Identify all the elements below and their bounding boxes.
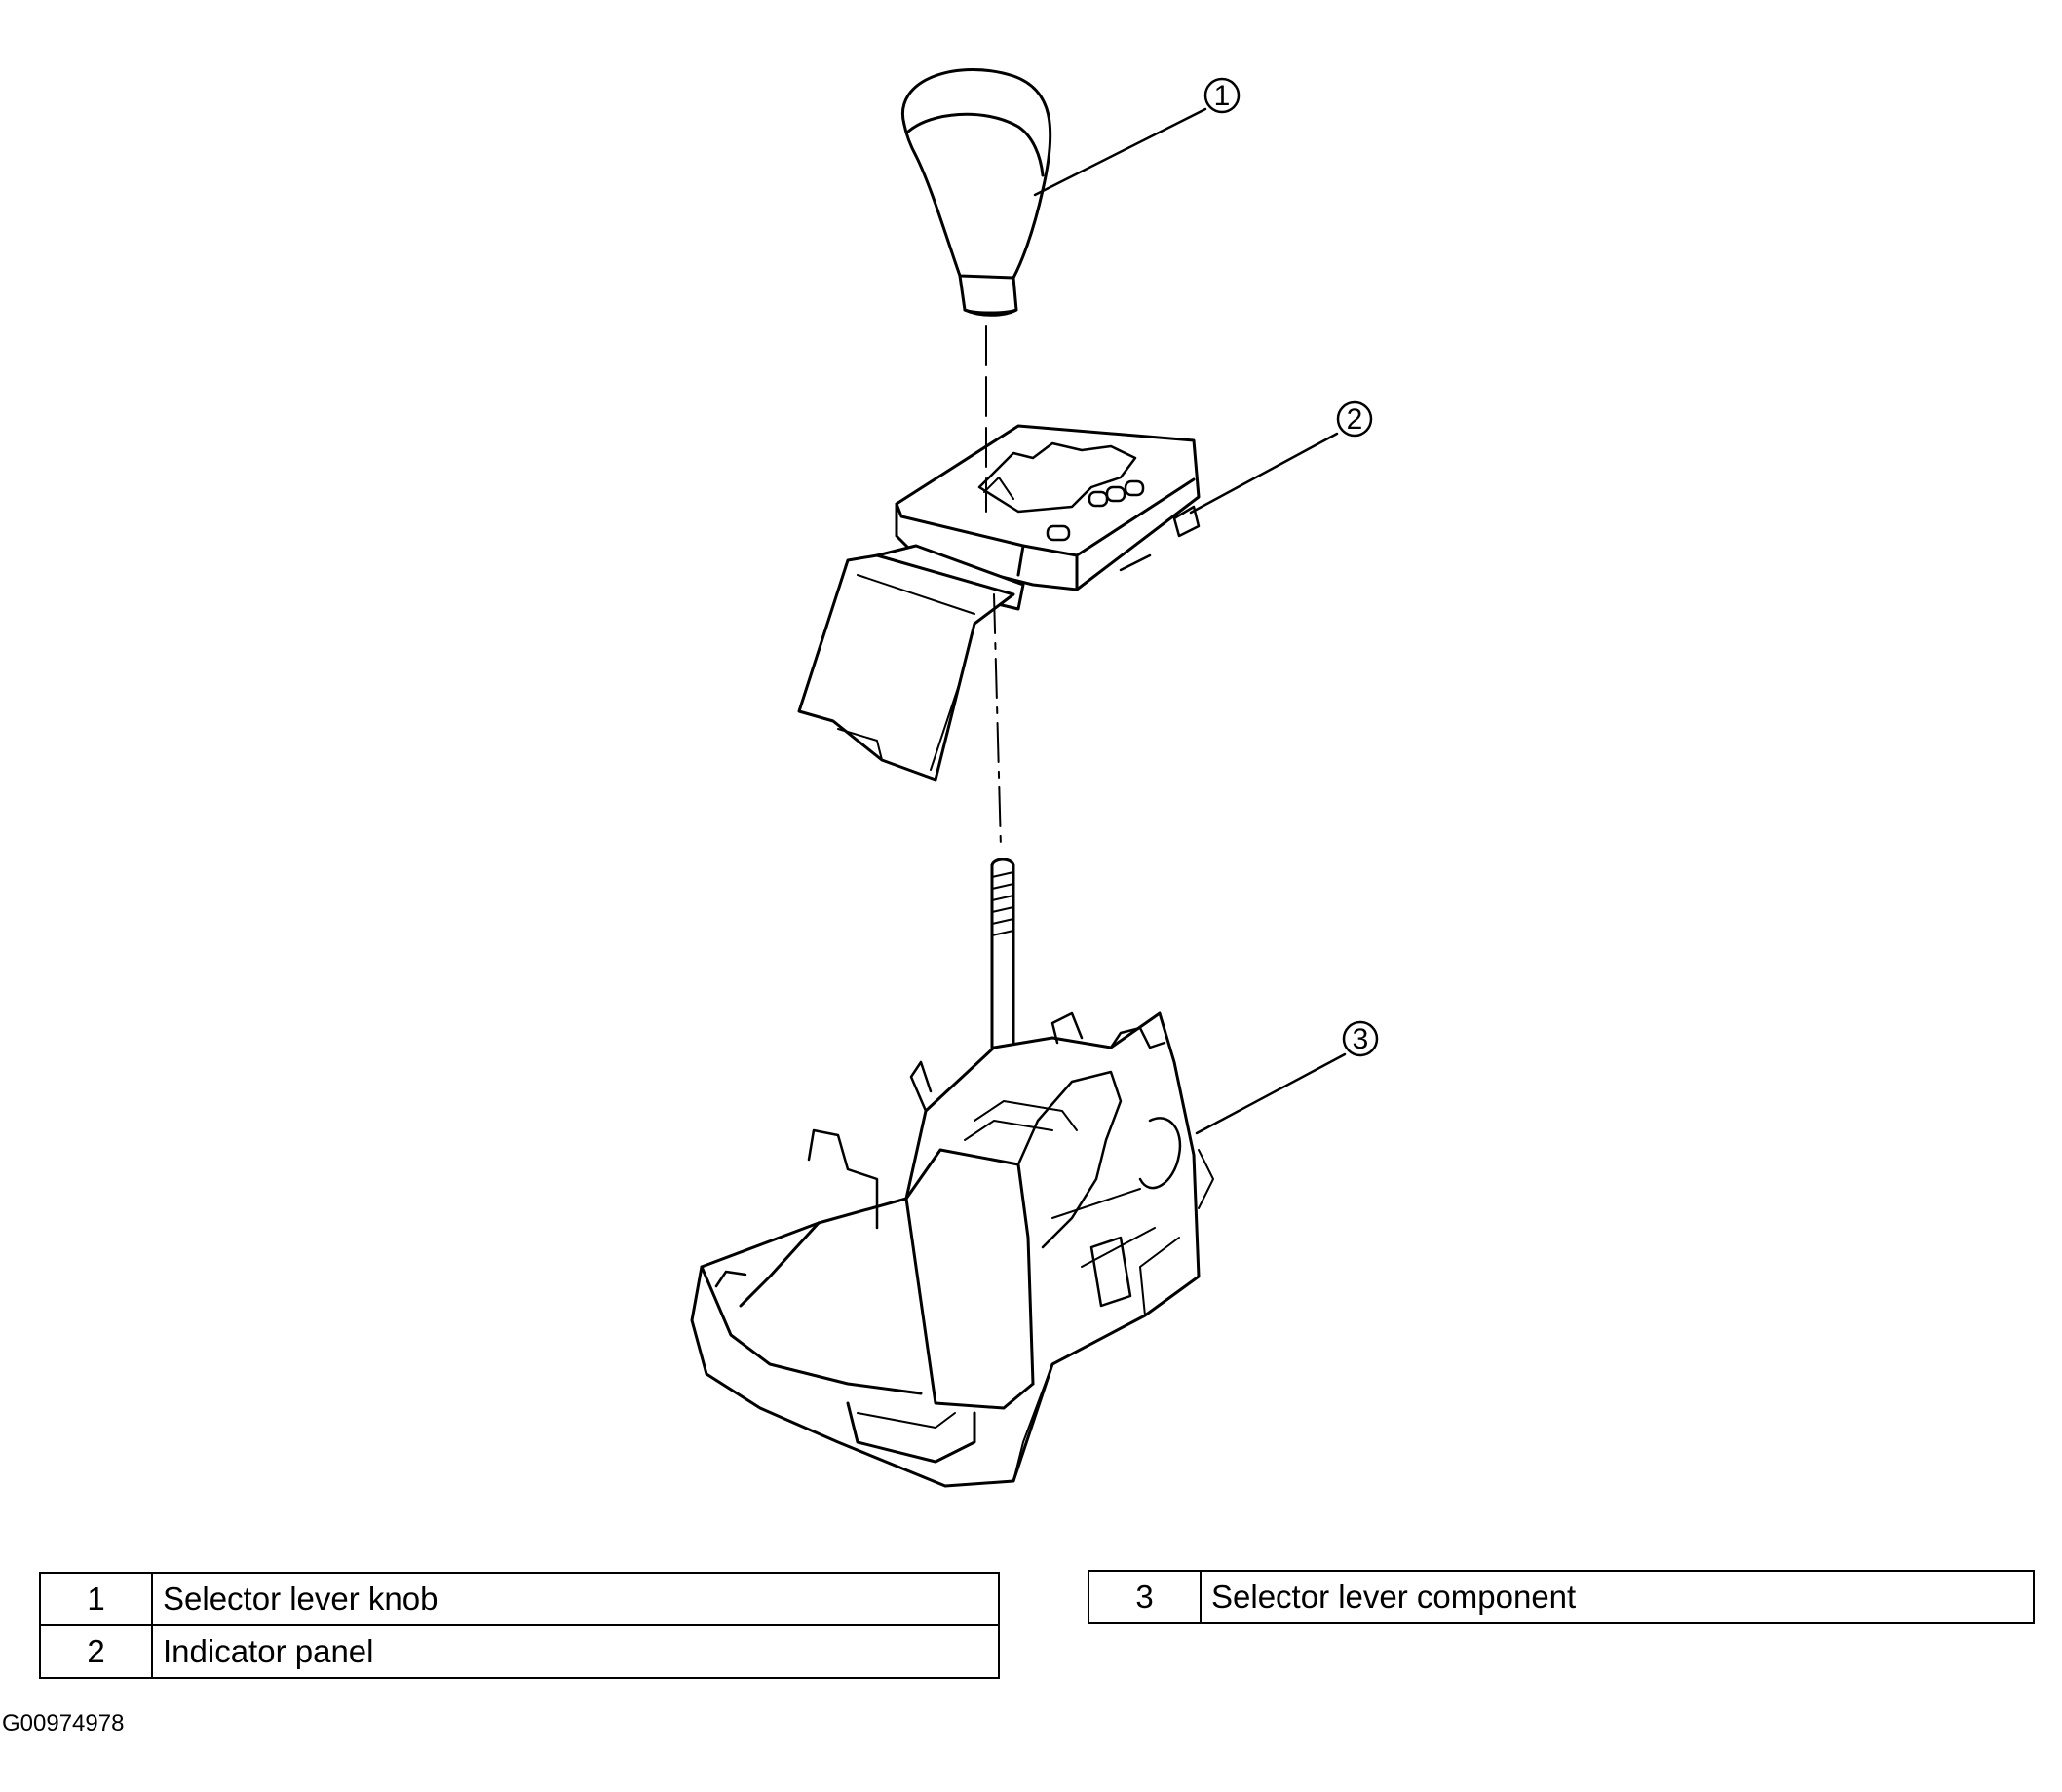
leader-line-2 — [1189, 432, 1339, 515]
callout-number-2: 2 — [1347, 403, 1363, 436]
legend-row: 2 Indicator panel — [39, 1624, 1000, 1679]
legend-row: 3 Selector lever component — [1088, 1570, 2035, 1624]
callout-circle-2 — [1336, 400, 1373, 438]
selector-lever-knob — [900, 68, 1052, 317]
indicator-panel — [797, 424, 1201, 782]
exploded-diagram: 1 2 3 — [690, 68, 1379, 1488]
callout-number-1: 1 — [1214, 80, 1231, 112]
legend-label: Indicator panel — [151, 1624, 1000, 1679]
legend-number: 3 — [1088, 1570, 1202, 1624]
leader-lines — [1033, 107, 1347, 1135]
centerlines — [985, 325, 1002, 849]
legend-label: Selector lever component — [1200, 1570, 2035, 1624]
callout-circle-1 — [1203, 77, 1241, 114]
legend-number: 1 — [39, 1572, 153, 1626]
parts-legend-right: 3 Selector lever component — [1088, 1570, 2035, 1624]
legend-label: Selector lever knob — [151, 1572, 1000, 1626]
callout-number-3: 3 — [1353, 1023, 1369, 1055]
leader-line-3 — [1195, 1052, 1347, 1135]
figure-id: G00974978 — [2, 1710, 125, 1736]
legend-row: 1 Selector lever knob — [39, 1572, 1000, 1626]
leader-line-1 — [1033, 107, 1207, 197]
selector-lever-component — [690, 858, 1214, 1488]
parts-legend-left: 1 Selector lever knob 2 Indicator panel — [39, 1572, 1000, 1679]
callout-circle-3 — [1342, 1020, 1379, 1057]
legend-number: 2 — [39, 1624, 153, 1679]
